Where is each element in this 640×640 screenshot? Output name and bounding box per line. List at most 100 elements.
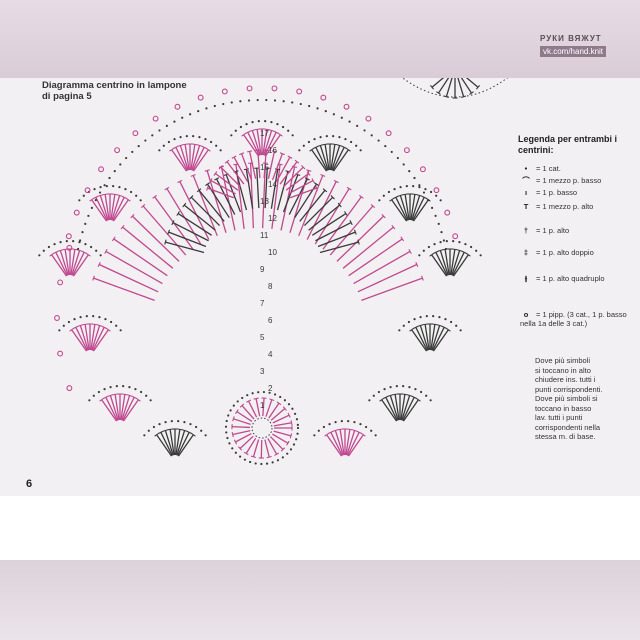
petal-stitch-cap xyxy=(392,393,398,396)
petal-chain-dot xyxy=(419,316,422,319)
petal-stitch-cap xyxy=(77,324,83,327)
petal-chain-dot xyxy=(67,320,71,324)
round-fan-0 xyxy=(336,215,385,262)
petal-stitch-cap xyxy=(421,195,427,199)
chain-symbol-icon: • xyxy=(524,164,528,173)
edge-chain-dot xyxy=(282,100,285,103)
petal-stitch-cap xyxy=(173,145,179,149)
side-picot xyxy=(57,279,64,286)
pattern-page xyxy=(0,78,640,496)
petal-stitch xyxy=(319,145,329,171)
round-label: 16 xyxy=(268,146,277,155)
round-fan-1-cap xyxy=(337,202,342,208)
edge-picot xyxy=(365,115,372,122)
legend-item-double: †= 1 p. alto xyxy=(520,226,635,235)
petal-stitch xyxy=(256,129,262,156)
edge-chain-dot xyxy=(79,239,82,242)
petal-chain-dot xyxy=(185,135,188,138)
edge-picot xyxy=(296,88,303,95)
center-stitch xyxy=(245,437,257,454)
petal-chain-dot xyxy=(79,316,82,319)
edge-chain-dot xyxy=(222,102,225,106)
petal-chain-dot xyxy=(93,188,96,191)
petal-chain-dot xyxy=(204,434,207,437)
edge-chain-dot xyxy=(384,144,387,148)
petal-stitch xyxy=(385,397,398,421)
petal-chain-dot xyxy=(189,423,192,426)
petal-chain-dot xyxy=(317,429,320,432)
petal-stitch xyxy=(75,327,88,351)
petal-stitch xyxy=(104,194,110,221)
petal-chain-dot xyxy=(105,185,108,188)
center-chain-dot xyxy=(225,419,228,423)
petal-stitch xyxy=(110,194,116,221)
edge-picot xyxy=(114,147,121,154)
round-fan-0-cap xyxy=(381,213,386,219)
petal-stitch xyxy=(431,254,448,277)
petal-stitch xyxy=(122,397,135,421)
petal-chain-dot xyxy=(139,199,142,202)
petal-chain-dot xyxy=(422,249,425,252)
round-fan-0-cap xyxy=(415,262,419,268)
petal-stitch-cap xyxy=(93,195,99,199)
petal-stitch xyxy=(247,132,260,156)
legend-item-treble: ‡= 1 p. alto doppio xyxy=(520,248,635,257)
round-fan-1-cap xyxy=(304,177,310,181)
center-chain-dot xyxy=(231,447,234,450)
round-label: 15 xyxy=(260,163,269,172)
petal-chain-dot xyxy=(257,120,260,123)
round-fan-2 xyxy=(288,179,314,195)
round-fan-0-cap xyxy=(346,186,352,191)
edge-chain-dot xyxy=(90,206,94,209)
petal-stitch-cap xyxy=(322,143,328,146)
note-line: stessa m. di base. xyxy=(535,432,596,441)
petal-chain-dot xyxy=(291,134,294,137)
round-fan-0-cap xyxy=(400,236,405,242)
edge-chain-dot xyxy=(137,144,140,148)
note-line: toccano in basso xyxy=(535,403,592,413)
round-label: 12 xyxy=(268,214,277,223)
round-fan-1-cap xyxy=(205,182,210,186)
round-fan-1 xyxy=(165,241,205,254)
edge-picot xyxy=(403,147,410,154)
center-stitch-cap xyxy=(274,452,280,456)
round-fan-0 xyxy=(348,238,403,277)
petal-chain-dot xyxy=(115,324,118,327)
petal-stitch xyxy=(72,254,89,277)
petal-stitch-cap xyxy=(413,325,419,329)
petal-chain-dot xyxy=(302,144,305,147)
white-strip xyxy=(0,496,640,560)
petal-chain-dot xyxy=(84,243,87,246)
petal-stitch xyxy=(332,149,349,172)
petal-chain-dot xyxy=(158,149,161,152)
petal-stitch xyxy=(332,147,345,171)
petal-stitch-cap xyxy=(117,194,123,197)
round-fan-2-cap xyxy=(218,165,223,170)
petal-chain-dot xyxy=(313,138,316,141)
petal-stitch-cap xyxy=(411,395,417,399)
edge-chain-dot xyxy=(87,214,90,217)
diagram-title: Diagramma centrino in lampone di pagina … xyxy=(42,80,242,102)
petal-chain-dot xyxy=(307,140,311,144)
center-stitch xyxy=(239,435,254,449)
round-fan-1 xyxy=(317,231,356,248)
round-fan-2 xyxy=(285,173,310,191)
petal-stitch xyxy=(184,144,190,171)
round-fan-1-cap xyxy=(171,220,175,226)
round-label: 5 xyxy=(260,333,265,342)
edge-chain-dot xyxy=(363,129,366,132)
legend-title: Legenda per entrambi i centrini: xyxy=(518,134,636,156)
round-fan-0 xyxy=(131,215,180,262)
petal-chain-dot xyxy=(152,425,156,429)
note-line: Dove più simboli xyxy=(535,356,591,365)
round-fan-2 xyxy=(207,187,235,199)
edge-chain-dot xyxy=(413,176,416,180)
petal-stitch-cap xyxy=(190,432,196,437)
round-fan-0 xyxy=(166,188,202,245)
legend-text: = 1 mezzo p. basso xyxy=(536,176,602,185)
petal-chain-dot xyxy=(334,421,337,424)
edge-chain-dot xyxy=(173,120,176,123)
round-fan-0 xyxy=(113,238,168,277)
round-fan-0-cap xyxy=(164,186,170,191)
petal-stitch-cap xyxy=(352,429,358,432)
